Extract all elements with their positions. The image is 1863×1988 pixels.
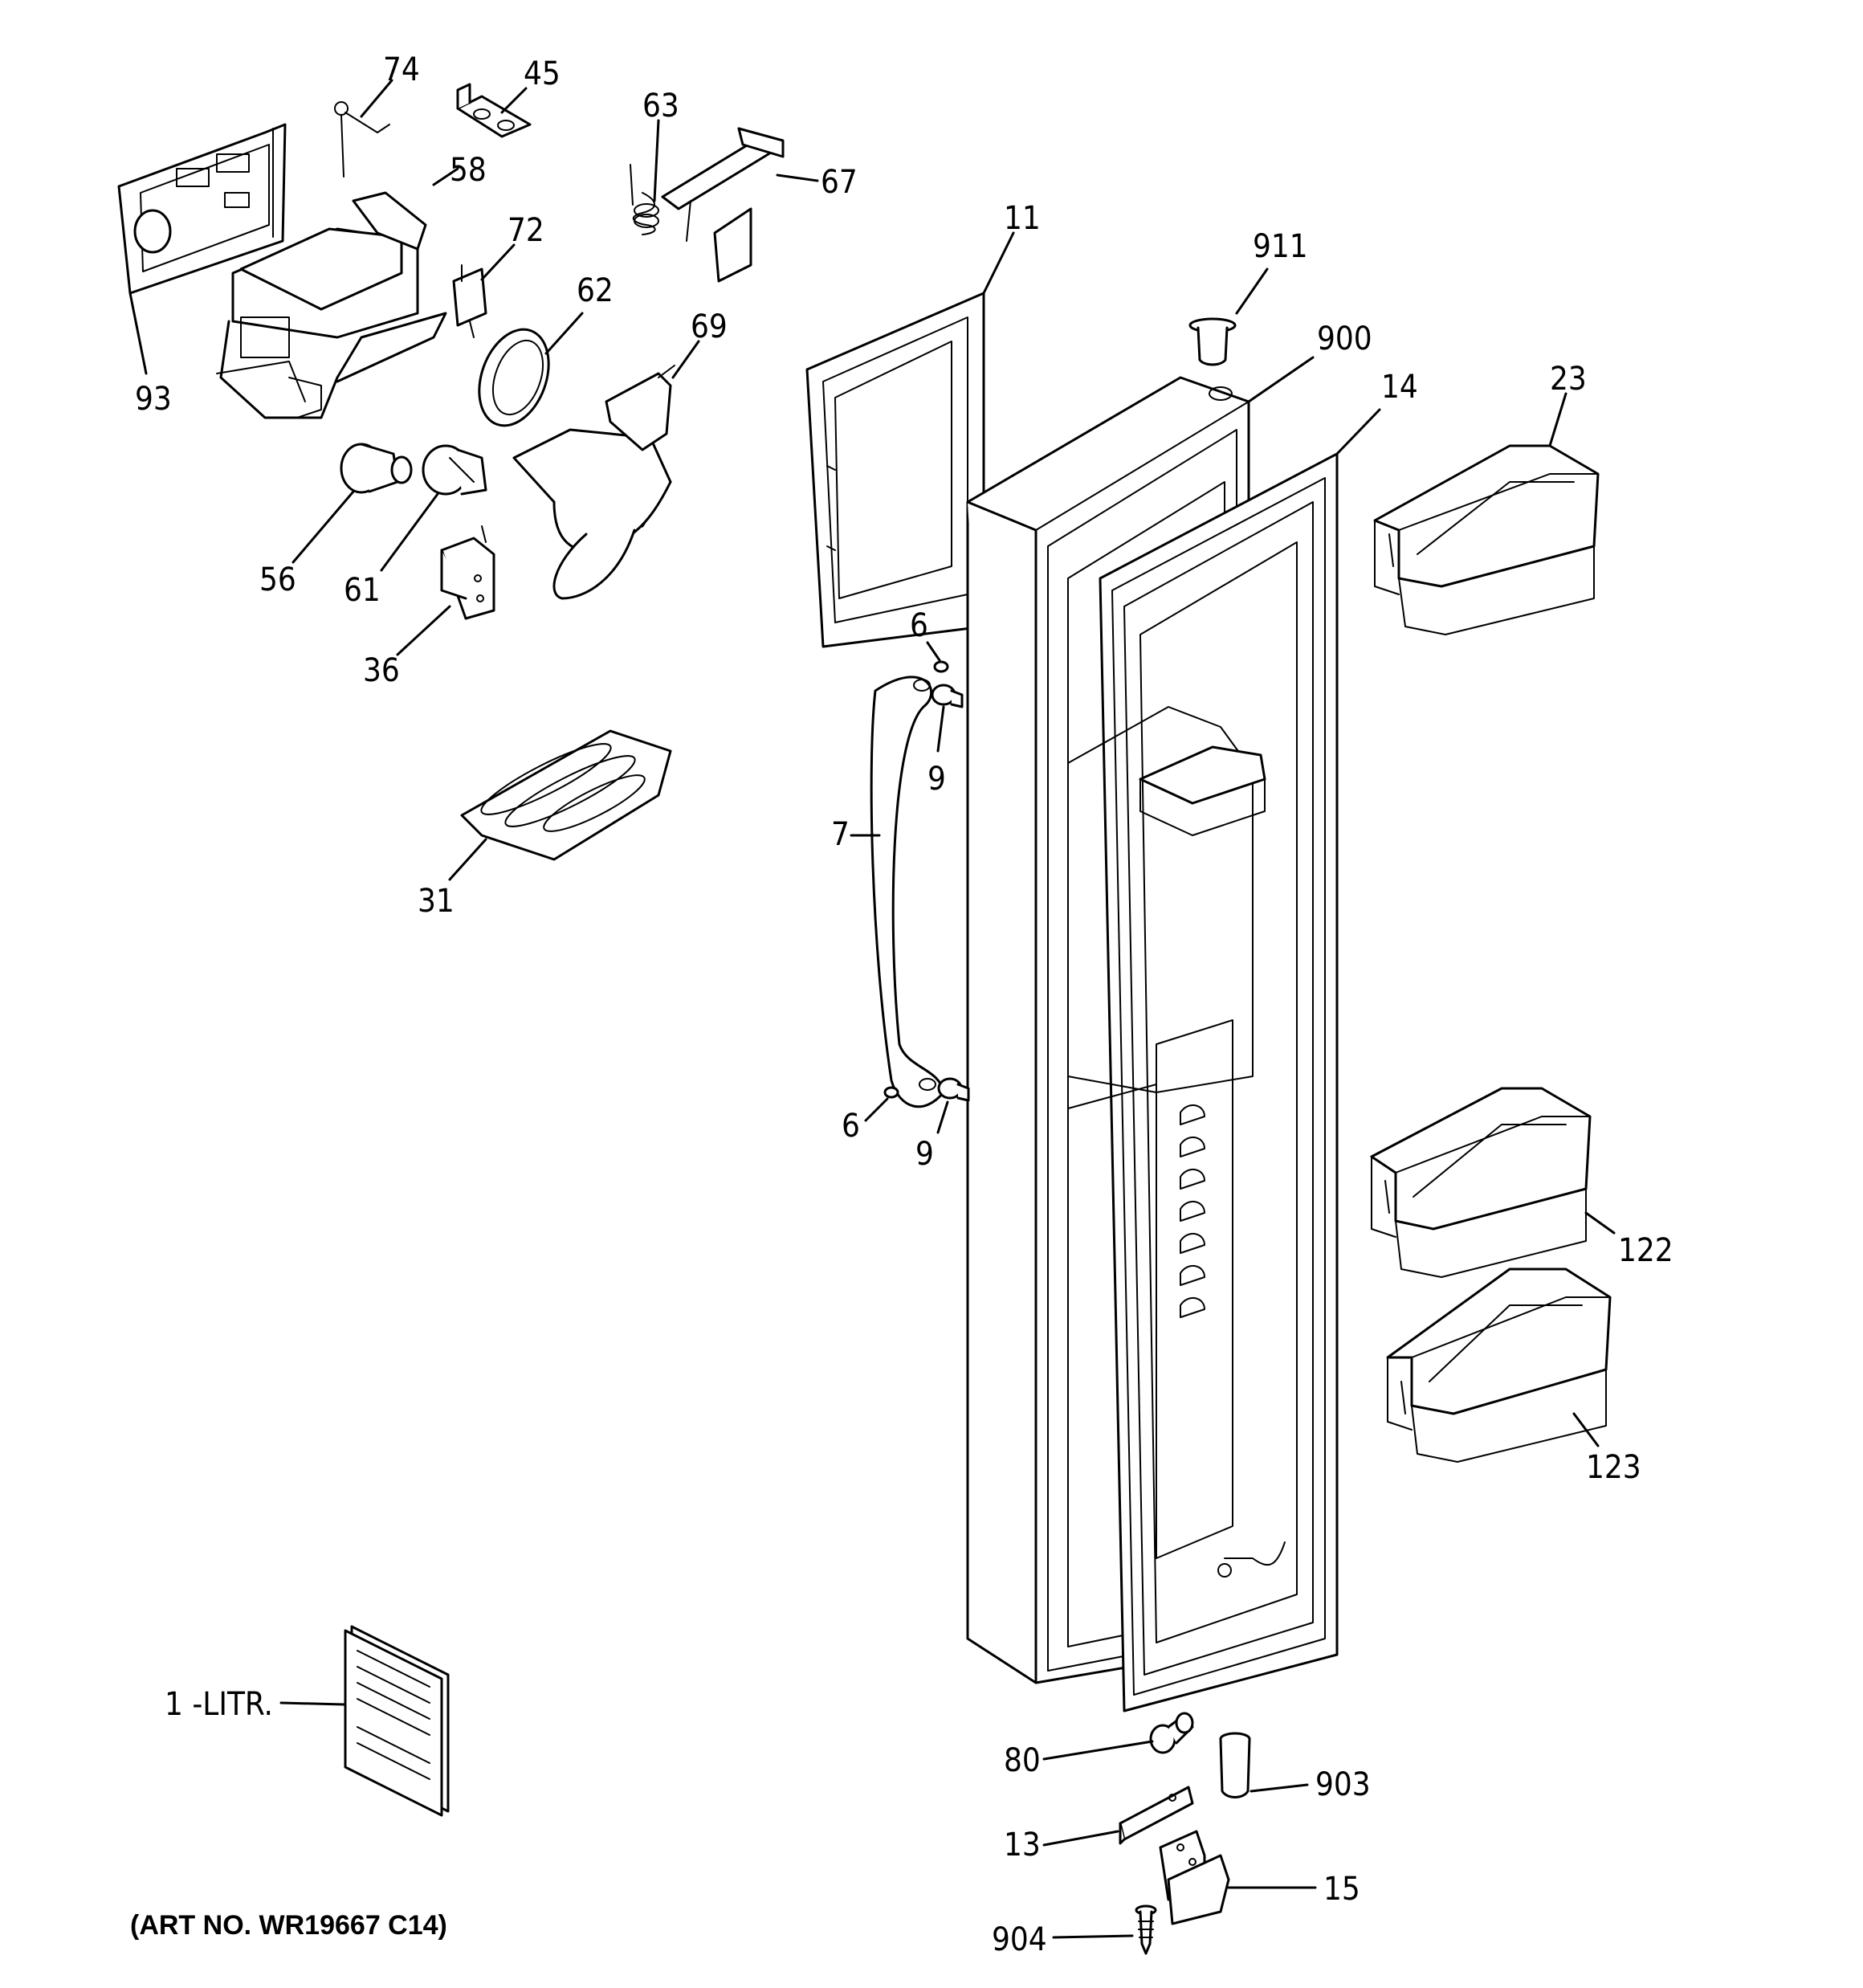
door-heater-wire <box>1217 1541 1286 1578</box>
label-72: 72 <box>508 212 544 249</box>
part-72-switch <box>452 264 487 338</box>
label-904: 904 <box>992 1921 1047 1958</box>
leader-903 <box>1249 1783 1309 1793</box>
label-9a: 9 <box>927 761 946 798</box>
label-903: 903 <box>1315 1766 1371 1803</box>
leader-45 <box>500 87 528 114</box>
leader-80 <box>1042 1740 1154 1761</box>
label-7: 7 <box>831 816 850 853</box>
part-67-dispenser-lever <box>661 127 785 283</box>
part-9-stud-upper <box>931 684 964 708</box>
label-31: 31 <box>418 883 455 920</box>
leader-911 <box>1235 267 1269 315</box>
art-number-note: (ART NO. WR19667 C14) <box>130 1910 447 1941</box>
door-liner-dispenser-area <box>1067 706 1266 1559</box>
label-9b: 9 <box>915 1136 934 1173</box>
label-15: 15 <box>1323 1871 1360 1908</box>
leader-63 <box>653 119 660 202</box>
leader-31 <box>448 838 487 881</box>
part-904-screw <box>1135 1904 1157 1955</box>
part-9-stud-lower <box>937 1077 970 1102</box>
leader-9a <box>936 705 945 753</box>
label-911: 911 <box>1253 228 1308 265</box>
part-63-spring <box>630 164 659 235</box>
part-11-dispenser-recess <box>805 292 985 648</box>
label-62: 62 <box>577 272 614 309</box>
label-69: 69 <box>691 308 728 345</box>
leader-72 <box>480 243 516 281</box>
part-6-screw-upper <box>933 660 949 673</box>
label-123: 123 <box>1586 1449 1641 1486</box>
part-1-literature <box>344 1625 450 1817</box>
part-6-screw-lower <box>883 1086 899 1099</box>
leader-6a <box>926 641 941 662</box>
door-shelf-clips <box>1180 1104 1205 1318</box>
leader-69 <box>671 340 700 379</box>
leader-13 <box>1042 1830 1119 1847</box>
leader-14 <box>1335 408 1381 455</box>
part-903-hinge-pin <box>1219 1732 1251 1798</box>
part-61-coupler <box>422 444 487 496</box>
label-13: 13 <box>1004 1827 1041 1863</box>
part-13-hinge-shim <box>1119 1786 1194 1845</box>
part-69-ice-chute <box>512 365 675 600</box>
part-911-bushing <box>1188 317 1237 366</box>
label-63: 63 <box>642 88 679 125</box>
part-23-door-bin <box>1373 444 1600 635</box>
label-36: 36 <box>363 652 400 689</box>
leader-6b <box>864 1097 889 1122</box>
part-122-door-bin <box>1370 1087 1592 1278</box>
label-6a: 6 <box>910 607 928 644</box>
leader-122 <box>1584 1211 1616 1235</box>
label-93: 93 <box>135 381 172 418</box>
part-123-door-bin <box>1386 1268 1612 1463</box>
leader-93 <box>128 292 148 375</box>
label-74: 74 <box>383 51 420 88</box>
label-litr: 1 -LITR. <box>165 1686 273 1723</box>
label-80: 80 <box>1004 1742 1041 1779</box>
leader-58 <box>432 167 459 186</box>
leader-900 <box>1247 356 1315 403</box>
label-900: 900 <box>1317 320 1372 357</box>
label-61: 61 <box>344 572 381 609</box>
leader-123 <box>1572 1412 1600 1447</box>
part-15-lower-hinge <box>1159 1830 1230 1925</box>
leader-904 <box>1052 1934 1134 1939</box>
part-74-spring <box>334 101 390 178</box>
leader-23 <box>1548 392 1567 447</box>
part-93-dispenser-control-board <box>117 123 287 295</box>
part-7-door-handle <box>870 676 945 1108</box>
part-62-auger-ring <box>478 328 550 427</box>
label-11: 11 <box>1004 200 1041 237</box>
part-45-bracket <box>456 83 532 138</box>
label-6b: 6 <box>842 1108 860 1145</box>
part-80-bushing <box>1149 1712 1194 1754</box>
label-23: 23 <box>1550 361 1587 398</box>
leader-11 <box>982 231 1015 295</box>
leader-67 <box>776 173 819 182</box>
part-56-motor <box>340 443 413 494</box>
leader-9b <box>936 1100 949 1134</box>
label-58: 58 <box>450 152 487 189</box>
leader-74 <box>360 79 393 118</box>
part-58-dispenser-housing <box>216 191 447 419</box>
leader-62 <box>544 312 584 355</box>
leader-36 <box>396 605 451 656</box>
part-36-bracket <box>440 525 495 620</box>
leader-litr <box>279 1701 345 1706</box>
label-45: 45 <box>524 55 561 92</box>
label-122: 122 <box>1618 1232 1673 1269</box>
leader-61 <box>380 492 439 572</box>
label-14: 14 <box>1381 369 1418 406</box>
label-56: 56 <box>259 561 296 598</box>
label-67: 67 <box>821 164 858 201</box>
leader-56 <box>291 490 355 564</box>
part-31-drip-tray <box>460 729 672 861</box>
